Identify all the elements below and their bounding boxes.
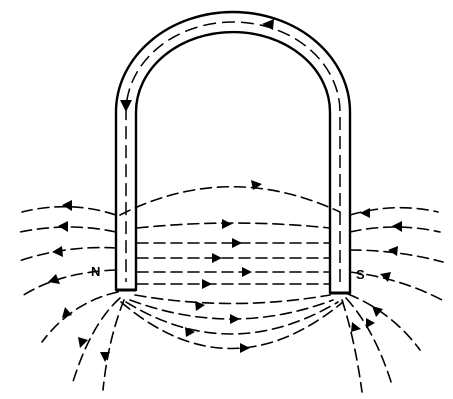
field-line-left-3 [16, 248, 116, 262]
field-line-loop-4 [121, 302, 343, 349]
south-pole-label: S [356, 267, 365, 282]
arrow-loop-4 [240, 343, 250, 353]
arrow-loop-2 [230, 314, 240, 324]
field-line-right-5 [348, 294, 420, 350]
arrow-right-3 [388, 246, 398, 256]
arrow-inner-3 [212, 253, 222, 263]
field-line-inner-1 [137, 223, 330, 228]
arrow-left-3 [52, 246, 63, 257]
field-line-left-4 [22, 270, 116, 296]
field-line-loop-1 [135, 295, 330, 304]
field-line-left-5 [42, 292, 118, 342]
north-pole-label: N [91, 264, 100, 279]
arrow-right-1 [360, 208, 370, 218]
magnetic-field-lines [16, 187, 443, 392]
arrow-magnet-left-leg [120, 100, 132, 112]
arrow-inner-5 [202, 279, 212, 289]
arrow-right-7 [351, 322, 361, 332]
arrow-right-2 [392, 221, 402, 232]
arrow-right-6 [366, 318, 375, 328]
field-line-top-arc [120, 187, 340, 215]
arrow-inner-2 [232, 238, 242, 248]
horseshoe-magnet [116, 12, 350, 293]
arrow-right-4 [380, 272, 391, 282]
arrow-inner-4 [242, 267, 252, 277]
arrow-inner-1 [222, 219, 232, 229]
arrow-left-1 [62, 200, 72, 211]
arrow-magnet-top [262, 19, 274, 30]
arrow-left-2 [58, 221, 68, 232]
